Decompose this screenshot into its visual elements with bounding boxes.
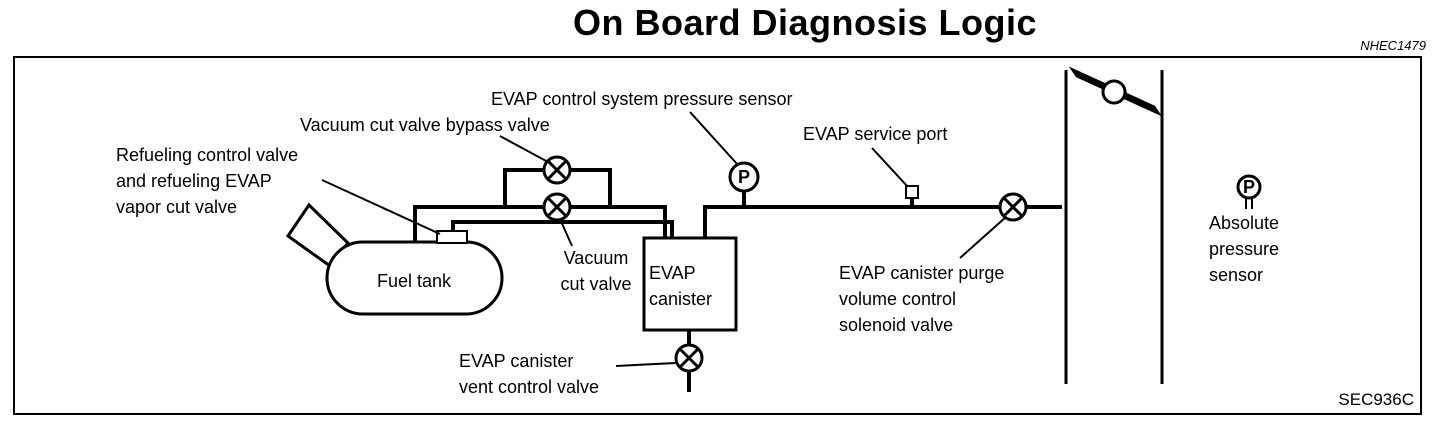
label-vent-2: vent control valve <box>459 377 599 397</box>
label-purge-3: solenoid valve <box>839 315 953 335</box>
leader-vacuum-cut <box>559 218 573 247</box>
label-abs-sensor-2: pressure <box>1209 239 1279 259</box>
diagram-frame <box>13 56 1422 415</box>
leader-purge <box>959 216 1007 259</box>
label-bypass-valve: Vacuum cut valve bypass valve <box>300 115 550 135</box>
figure-code: NHEC1479 <box>1360 38 1426 53</box>
fuel-tank <box>325 240 504 316</box>
service-port-icon <box>905 185 919 199</box>
label-refuel-valve-1: Refueling control valve <box>116 145 298 165</box>
label-canister-1: EVAP <box>649 263 696 283</box>
label-purge-1: EVAP canister purge <box>839 263 1004 283</box>
leader-pressure-sensor <box>689 111 739 166</box>
bypass-valve-icon <box>542 155 572 185</box>
filler-neck-icon <box>285 202 351 269</box>
label-abs-sensor-1: Absolute <box>1209 213 1279 233</box>
pressure-sensor-icon <box>728 161 760 193</box>
leader-bypass <box>499 135 549 163</box>
label-vent-1: EVAP canister <box>459 351 573 371</box>
label-refuel-valve-2: and refueling EVAP <box>116 171 272 191</box>
leader-service-port <box>871 147 909 188</box>
label-canister-2: canister <box>649 289 712 309</box>
page-title: On Board Diagnosis Logic <box>572 2 1038 43</box>
label-service-port: EVAP service port <box>803 124 947 144</box>
label-purge-2: volume control <box>839 289 956 309</box>
vacuum-cut-valve-icon <box>542 192 572 222</box>
figure-id: SEC936C <box>1338 390 1414 409</box>
label-vacuum-cut-1: Vacuum <box>564 248 629 268</box>
abs-sensor-p: P <box>1243 177 1255 197</box>
pressure-sensor-p: P <box>738 167 750 187</box>
label-fuel-tank: Fuel tank <box>377 271 452 291</box>
label-refuel-valve-3: vapor cut valve <box>116 197 237 217</box>
refuel-valve-box <box>436 230 468 244</box>
throttle-valve-icon <box>1068 66 1163 117</box>
label-abs-sensor-3: sensor <box>1209 265 1263 285</box>
vent-valve-icon <box>674 343 704 373</box>
label-pressure-sensor: EVAP control system pressure sensor <box>491 89 792 109</box>
pipe-canister-purge <box>703 205 1062 238</box>
label-vacuum-cut-2: cut valve <box>560 274 631 294</box>
abs-sensor-icon <box>1236 174 1262 200</box>
leader-vent <box>615 362 677 367</box>
evap-canister <box>642 236 738 332</box>
pipe-vacuum-line <box>451 220 674 238</box>
purge-valve-icon <box>998 192 1028 222</box>
leader-refuel <box>321 179 441 235</box>
